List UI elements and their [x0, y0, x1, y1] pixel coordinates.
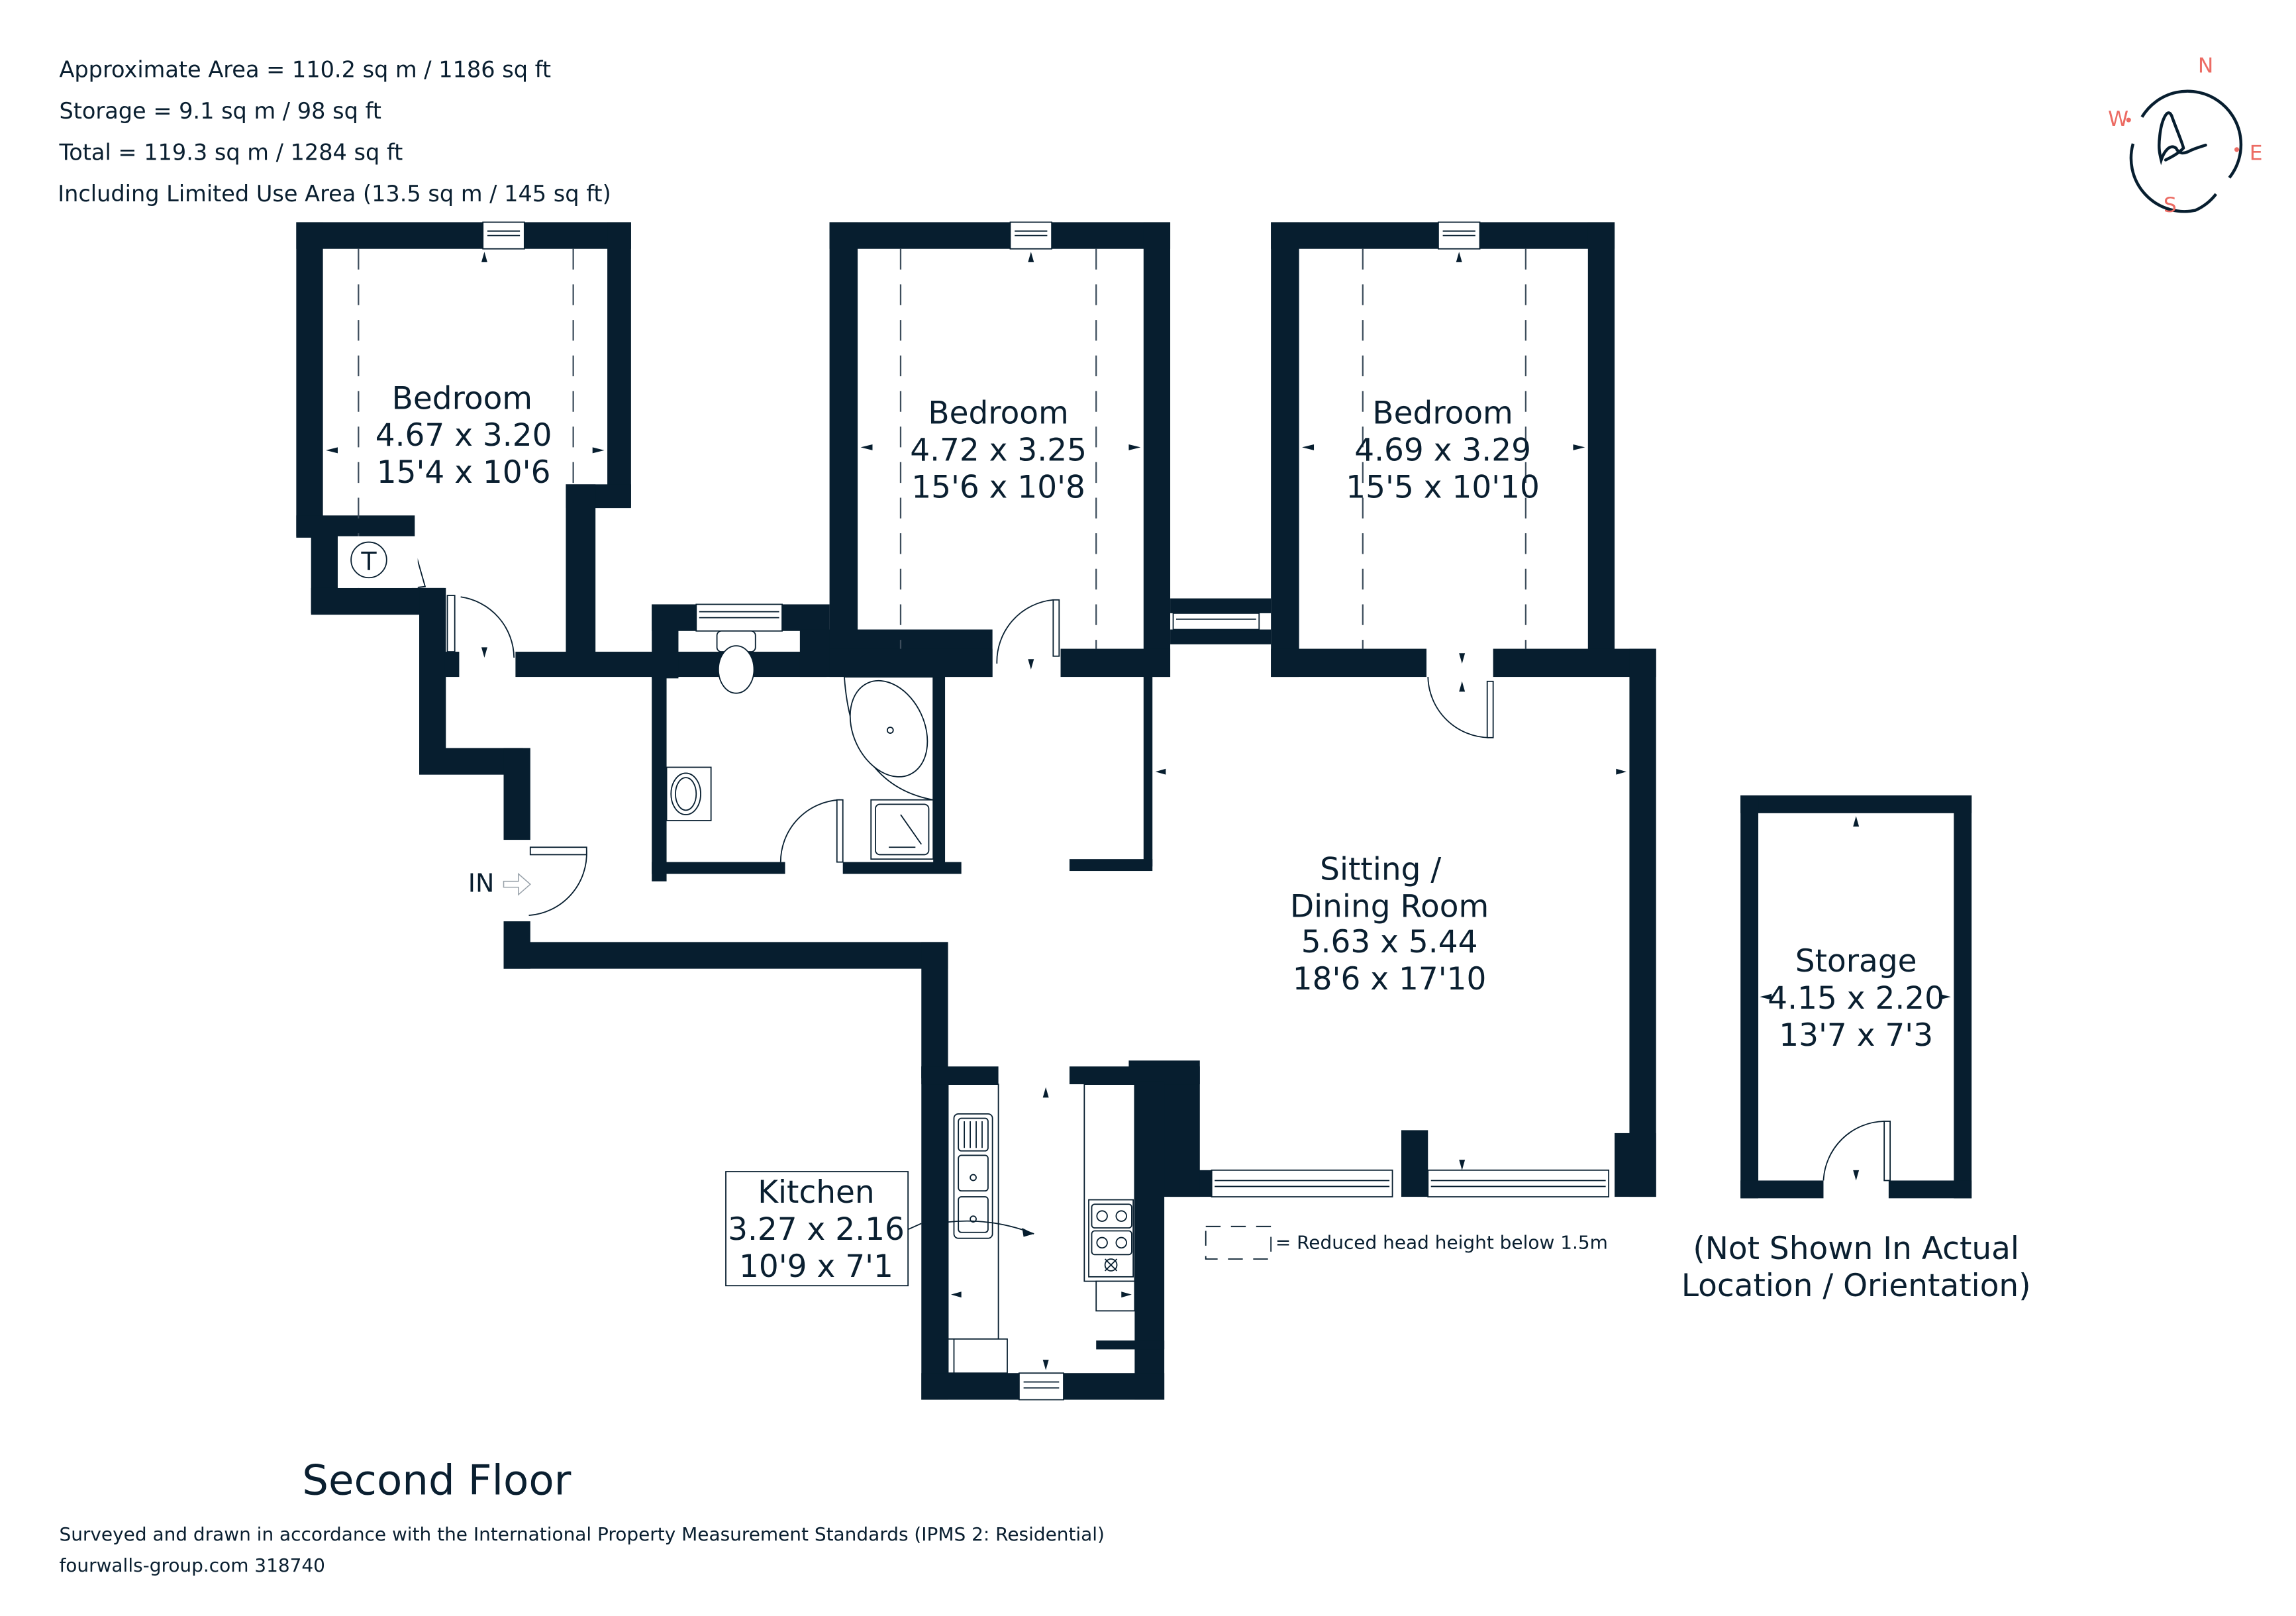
approx-area-text: Approximate Area = 110.2 sq m / 1186 sq … — [59, 56, 551, 82]
standards-note: Surveyed and drawn in accordance with th… — [59, 1523, 1105, 1545]
room-name-line1: Sitting / — [1320, 851, 1441, 887]
storage-area-text: Storage = 9.1 sq m / 98 sq ft — [59, 98, 381, 124]
arrow-right-icon — [503, 872, 531, 896]
legend-text: = Reduced head height below 1.5m — [1275, 1231, 1608, 1253]
room-dimensions-metric: 4.15 x 2.20 — [1768, 980, 1944, 1017]
room-dimensions-metric: 4.72 x 3.25 — [910, 432, 1087, 469]
compass-ring-icon — [2140, 89, 2243, 179]
fixtures: T — [337, 536, 1136, 1374]
limited-use-area-text: Including Limited Use Area (13.5 sq m / … — [58, 181, 611, 207]
dimension-markers — [326, 252, 1951, 1370]
room-dimensions-metric: 4.69 x 3.29 — [1354, 432, 1531, 469]
room-dimensions-imperial: 10'9 x 7'1 — [739, 1248, 893, 1285]
storage-note-line1: (Not Shown In Actual — [1693, 1231, 2019, 1267]
entrance-marker: IN — [468, 868, 531, 897]
area-summary: Approximate Area = 110.2 sq m / 1186 sq … — [58, 56, 611, 207]
room-name: Storage — [1795, 943, 1917, 980]
room-name-line2: Dining Room — [1290, 888, 1489, 925]
bathtub-icon — [844, 676, 934, 801]
hob-icon — [1088, 1199, 1134, 1278]
room-sitting-dining: Sitting / Dining Room 5.63 x 5.44 18'6 x… — [1290, 851, 1489, 997]
reference-number: fourwalls-group.com 318740 — [59, 1554, 324, 1576]
storage-note-line2: Location / Orientation) — [1681, 1268, 2031, 1304]
room-dimensions-metric: 3.27 x 2.16 — [728, 1211, 905, 1248]
room-name: Kitchen — [758, 1174, 874, 1211]
room-dimensions-imperial: 15'6 x 10'8 — [911, 469, 1085, 505]
room-dimensions-imperial: 15'4 x 10'6 — [377, 454, 551, 491]
room-bedroom-2: Bedroom 4.72 x 3.25 15'6 x 10'8 — [910, 395, 1087, 506]
kitchen-label-box — [725, 1171, 909, 1287]
washbasin-icon — [666, 766, 712, 821]
dashed-box-icon — [1205, 1225, 1272, 1260]
room-bedroom-3: Bedroom 4.69 x 3.29 15'5 x 10'10 — [1346, 395, 1540, 506]
room-bedroom-1: Bedroom 4.67 x 3.20 15'4 x 10'6 — [375, 380, 552, 491]
compass-north: N — [2198, 54, 2213, 78]
legend: = Reduced head height below 1.5m — [1205, 1225, 1608, 1260]
walls — [296, 222, 1972, 1400]
room-dimensions-imperial: 13'7 x 7'3 — [1779, 1017, 1933, 1054]
floor-title: Second Floor — [302, 1456, 571, 1505]
toilet-icon — [716, 630, 756, 694]
water-tank-icon: T — [337, 536, 418, 588]
room-name: Bedroom — [1372, 395, 1513, 432]
compass-west: W — [2108, 107, 2128, 131]
room-storage: Storage 4.15 x 2.20 13'7 x 7'3 (Not Show… — [1681, 943, 2031, 1304]
windows — [482, 221, 1610, 1401]
shower-tray-icon — [870, 799, 934, 860]
compass-east: E — [2250, 142, 2263, 166]
room-dimensions-imperial: 15'5 x 10'10 — [1346, 469, 1540, 505]
room-dimensions-imperial: 18'6 x 17'10 — [1293, 961, 1487, 997]
reduced-head-height-lines — [358, 248, 1526, 649]
h-signature-logo-icon — [2158, 111, 2207, 166]
doors — [411, 555, 1891, 1182]
room-name: Bedroom — [928, 395, 1068, 432]
room-dimensions-metric: 5.63 x 5.44 — [1301, 924, 1478, 960]
entrance-label: IN — [468, 868, 495, 897]
total-area-text: Total = 119.3 sq m / 1284 sq ft — [58, 140, 403, 166]
compass-rose: N E S W — [2108, 54, 2262, 217]
room-kitchen: Kitchen 3.27 x 2.16 10'9 x 7'1 — [725, 1171, 1034, 1287]
room-dimensions-metric: 4.67 x 3.20 — [375, 417, 552, 454]
tank-label: T — [360, 547, 377, 576]
compass-south: S — [2164, 193, 2177, 217]
room-name: Bedroom — [392, 380, 532, 417]
kitchen-sink-icon — [953, 1113, 993, 1239]
